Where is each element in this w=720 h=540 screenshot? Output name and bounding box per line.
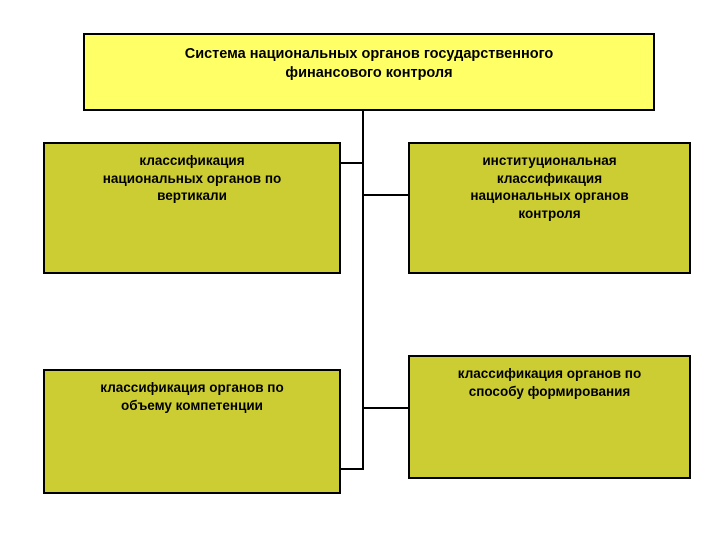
- root-node-label: Система национальных органов государстве…: [184, 46, 554, 81]
- node-formation-method-classification-label: классификация органов по способу формиро…: [457, 366, 642, 399]
- node-formation-method-classification[interactable]: классификация органов по способу формиро…: [408, 355, 691, 479]
- node-vertical-classification[interactable]: классификация национальных органов по ве…: [43, 142, 341, 274]
- node-competence-scope-classification-label: классификация органов по объему компетен…: [100, 380, 284, 413]
- root-node-system-of-national-bodies[interactable]: Система национальных органов государстве…: [83, 33, 655, 111]
- node-competence-scope-classification[interactable]: классификация органов по объему компетен…: [43, 369, 341, 494]
- connector-branch-competence-scope-classification: [340, 468, 364, 470]
- connector-branch-vertical-classification: [340, 162, 364, 164]
- node-vertical-classification-label: классификация национальных органов по ве…: [102, 153, 282, 204]
- node-institutional-classification-label: институциональная классификация национал…: [470, 153, 629, 221]
- connector-trunk-vertical: [362, 110, 364, 470]
- connector-branch-institutional-classification: [362, 194, 410, 196]
- connector-branch-formation-method-classification: [362, 407, 410, 409]
- node-institutional-classification[interactable]: институциональная классификация национал…: [408, 142, 691, 274]
